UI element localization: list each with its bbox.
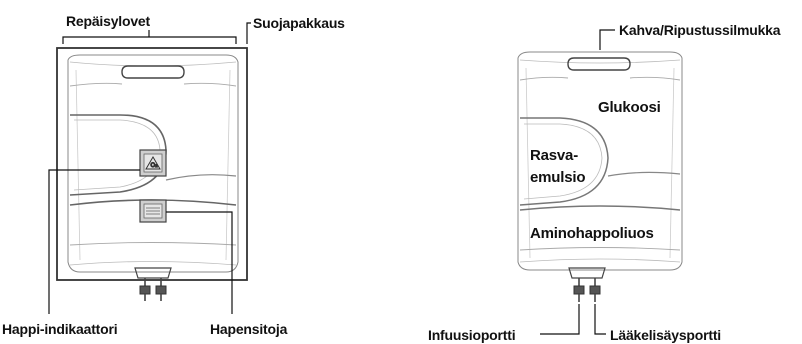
label-amino: Aminohappoliuos: [530, 225, 654, 242]
label-oxygen-absorber: Hapensitoja: [210, 321, 288, 337]
label-tear-notches: Repäisylovet: [66, 13, 150, 29]
left-bag: O₂: [56, 47, 248, 301]
right-lipid-seal: [519, 117, 609, 206]
label-oxygen-indicator: Happi-indikaattori: [2, 321, 118, 337]
left-leaders: [48, 22, 251, 314]
right-bag: [517, 51, 683, 302]
warning-triangle-icon: [145, 156, 161, 170]
right-bag-outline: [517, 51, 683, 271]
label-lipid-line1: Rasva-: [530, 147, 578, 164]
right-leaders: [540, 29, 615, 335]
label-lipid-line2: emulsio: [530, 169, 586, 186]
label-glucose: Glukoosi: [598, 99, 661, 116]
label-overpouch: Suojapakkaus: [253, 15, 345, 31]
right-handle: [567, 57, 631, 71]
label-infusion-port: Infuusioportti: [428, 327, 516, 343]
overpouch-outline: [56, 47, 248, 281]
label-additive-port: Lääkelisäysportti: [610, 327, 721, 343]
label-handle: Kahva/Ripustussilmukka: [619, 22, 781, 38]
right-amino-seal: [519, 205, 681, 211]
left-bag-outline: [67, 54, 239, 273]
svg-text:O₂: O₂: [151, 162, 159, 169]
left-handle: [121, 65, 185, 79]
